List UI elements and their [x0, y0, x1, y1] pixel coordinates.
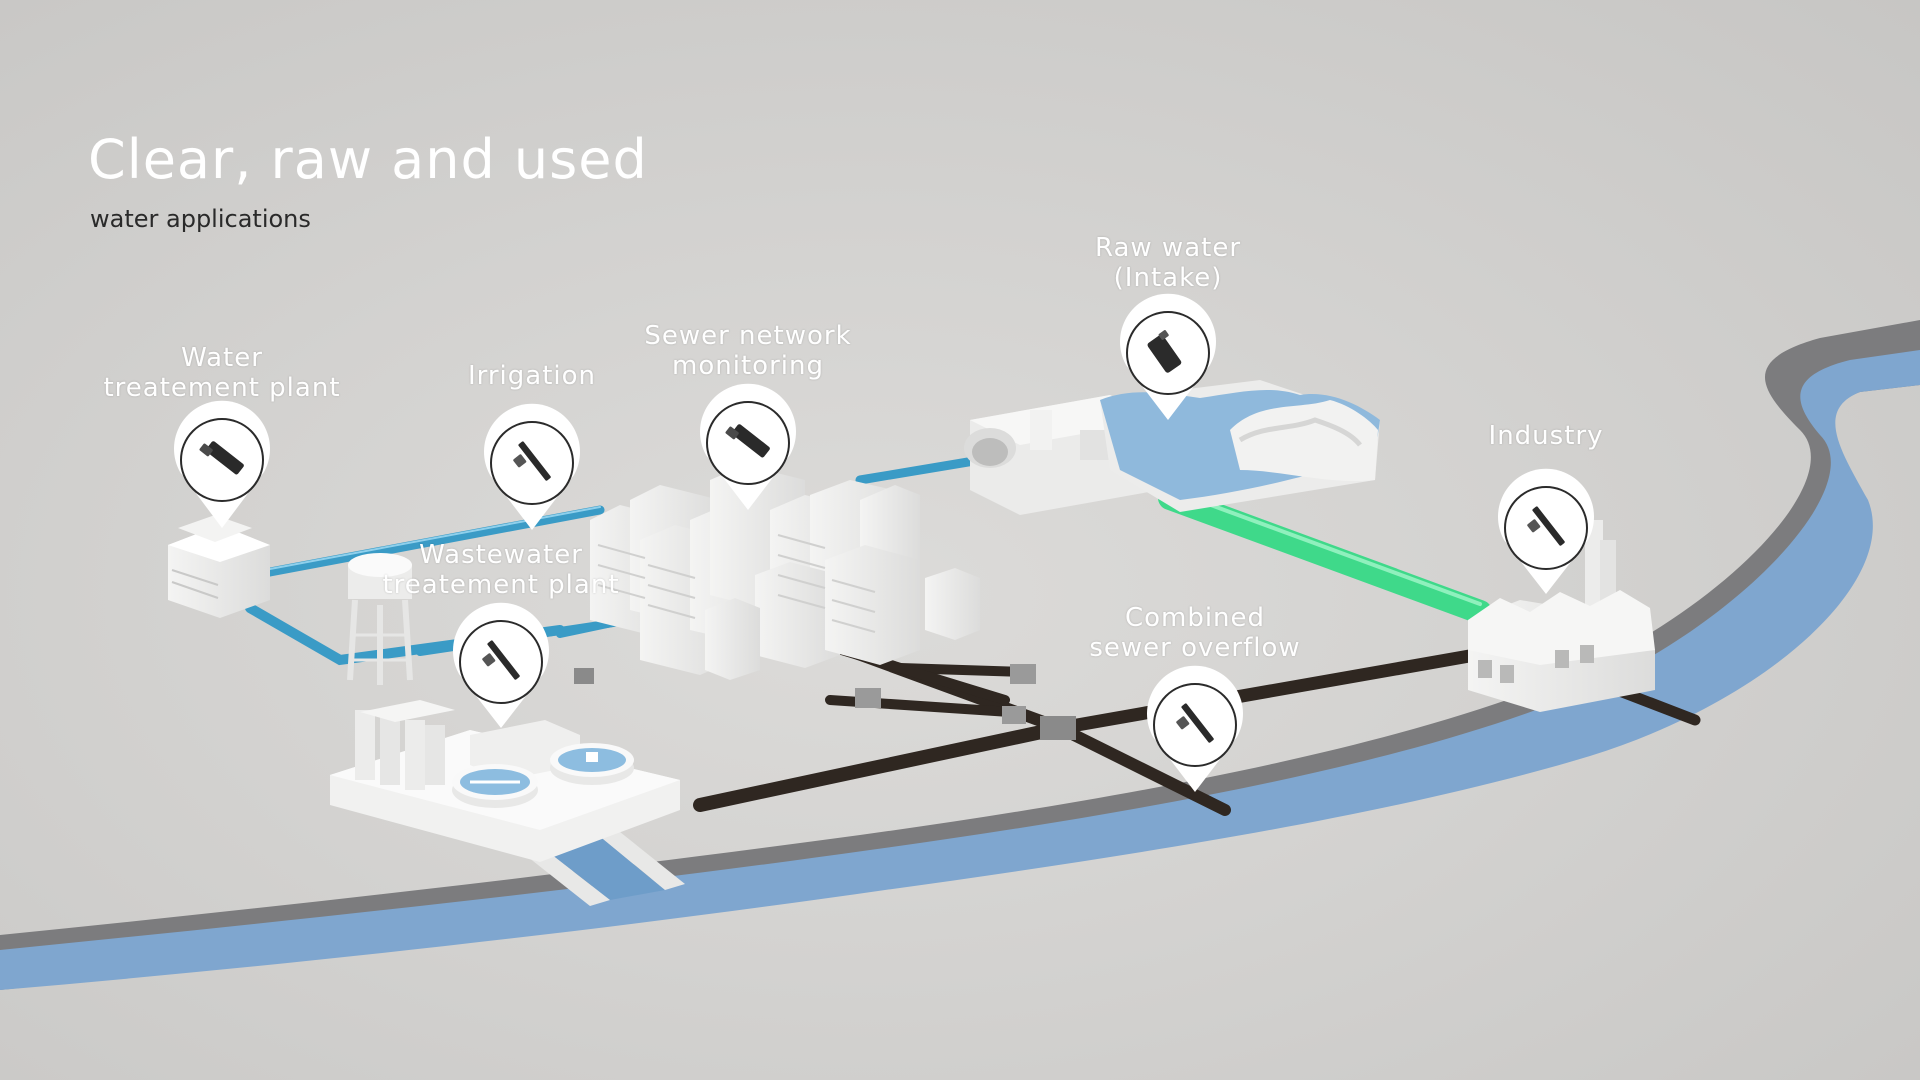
- industry-factory: [1468, 520, 1655, 712]
- label-line: Sewer network: [644, 321, 852, 351]
- label-line: monitoring: [672, 351, 824, 381]
- marker-pin-raw-water-intake[interactable]: [1120, 293, 1216, 420]
- label-combined-sewer-overflow: Combined sewer overflow: [1089, 603, 1300, 663]
- label-line: Wastewater: [419, 540, 583, 570]
- label-irrigation: Irrigation: [468, 361, 596, 391]
- reservoir: [1100, 380, 1380, 512]
- water-tower: [347, 553, 413, 685]
- label-raw-water-intake: Raw water (Intake): [1095, 233, 1241, 293]
- water-treatment-plant-building: [168, 515, 270, 618]
- city-buildings: [590, 465, 980, 680]
- sewer-pipes: [693, 620, 1701, 816]
- label-industry: Industry: [1489, 421, 1604, 451]
- label-line: Combined: [1124, 603, 1266, 633]
- marker-pin-irrigation[interactable]: [483, 403, 580, 530]
- page-title: Clear, raw and used: [88, 128, 648, 191]
- label-line: Industry: [1488, 421, 1604, 451]
- page-subtitle: water applications: [90, 205, 311, 233]
- marker-pin-sewer-network-monitoring[interactable]: [700, 383, 796, 510]
- label-water-treatment-plant: Water treatement plant: [103, 343, 340, 403]
- label-line: treatement plant: [382, 570, 620, 600]
- label-sewer-network-monitoring: Sewer network monitoring: [644, 321, 851, 381]
- marker-pin-wastewater-treatment-plant[interactable]: [453, 602, 549, 728]
- wastewater-treatment-plant-building: [330, 700, 680, 862]
- marker-pin-industry[interactable]: [1498, 468, 1595, 594]
- label-line: treatement plant: [103, 373, 341, 403]
- marker-pin-combined-sewer-overflow[interactable]: [1147, 665, 1243, 792]
- intake-pipe: [1158, 486, 1492, 624]
- label-line: Irrigation: [467, 361, 597, 391]
- label-wastewater-treatment-plant: Wastewater treatement plant: [382, 540, 619, 600]
- river: [0, 350, 1920, 990]
- label-line: Water: [181, 343, 263, 373]
- label-line: (Intake): [1113, 263, 1223, 293]
- label-line: Raw water: [1094, 233, 1242, 263]
- label-line: sewer overflow: [1089, 633, 1301, 663]
- sewer-junction-box: [1040, 716, 1076, 740]
- marker-pin-water-treatment-plant[interactable]: [174, 400, 270, 528]
